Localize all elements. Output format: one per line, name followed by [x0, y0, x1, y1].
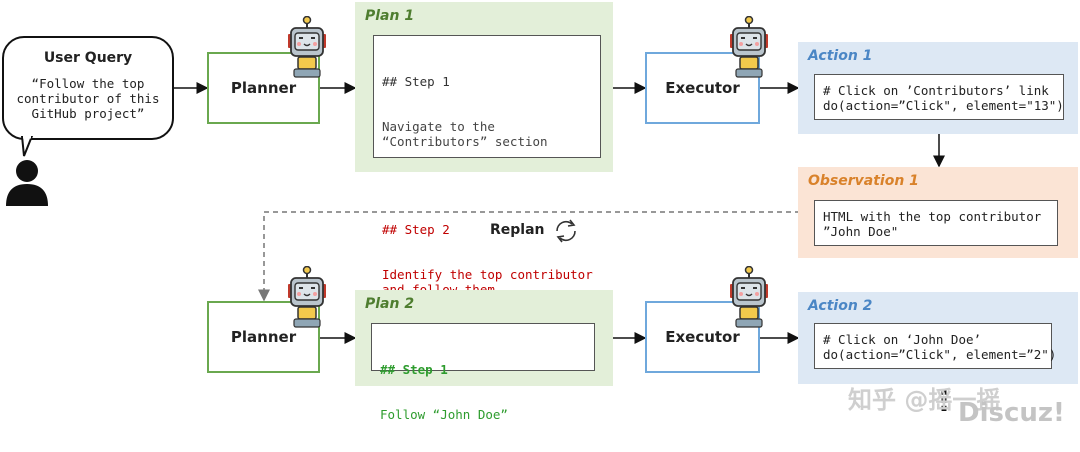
plan-2-panel: Plan 2 ## Step 1 Follow “John Doe”	[355, 290, 613, 422]
robot-icon	[730, 16, 768, 78]
watermark-logo: Discuz!	[958, 398, 1065, 428]
user-query-title: User Query	[43, 50, 133, 66]
step-1-heading: ## Step 1	[380, 362, 448, 377]
executor-box-1: Executor	[645, 52, 760, 124]
step-1-heading: ## Step 1	[382, 74, 450, 89]
user-icon	[6, 160, 48, 206]
step-2-text: Identify the top contributor and follow …	[382, 267, 593, 297]
planner-label: Planner	[230, 79, 297, 97]
arrow-replan	[258, 211, 800, 302]
action-2-code: # Click on ‘John Doe’ do(action=”Click",…	[814, 323, 1056, 369]
watermark-text: 知乎 @摇一摇	[848, 386, 1001, 414]
observation-1-panel: Observation 1 HTML with the top contribu…	[798, 167, 1078, 258]
robot-icon	[288, 16, 326, 78]
observation-1-title: Observation 1	[808, 173, 919, 189]
replan-label: Replan	[490, 222, 545, 238]
executor-label: Executor	[665, 328, 740, 346]
action-2-panel: Action 2 # Click on ‘John Doe’ do(action…	[798, 292, 1078, 384]
user-query-bubble: User Query “Follow the top contributor o…	[2, 36, 174, 140]
continuation-ellipsis: ⋮	[930, 384, 958, 417]
plan-1-panel: Plan 1 ## Step 1 Navigate to the “Contri…	[355, 2, 613, 297]
executor-label: Executor	[665, 79, 740, 97]
step-1-text: Follow “John Doe”	[380, 407, 508, 422]
planner-box-2: Planner	[207, 301, 320, 373]
planner-label: Planner	[230, 328, 297, 346]
action-1-title: Action 1	[808, 48, 873, 64]
plan-1-content: ## Step 1 Navigate to the “Contributors”…	[373, 35, 601, 297]
robot-icon	[288, 266, 326, 328]
bubble-tail	[20, 136, 34, 157]
plan-1-title: Plan 1	[365, 8, 415, 24]
observation-1-text: HTML with the top contributor ”John Doe"	[814, 200, 1058, 246]
user-query-text: “Follow the top contributor of this GitH…	[16, 76, 160, 121]
step-2-heading: ## Step 2	[382, 222, 450, 237]
action-1-code: # Click on ’Contributors’ link do(action…	[814, 74, 1064, 120]
refresh-icon	[556, 219, 576, 243]
plan-2-title: Plan 2	[365, 296, 415, 312]
step-1-text: Navigate to the “Contributors” section	[382, 119, 548, 149]
robot-icon	[730, 266, 768, 328]
action-1-panel: Action 1 # Click on ’Contributors’ link …	[798, 42, 1078, 134]
action-2-title: Action 2	[808, 298, 873, 314]
plan-2-content: ## Step 1 Follow “John Doe”	[371, 323, 595, 422]
connector-layer	[174, 82, 945, 344]
